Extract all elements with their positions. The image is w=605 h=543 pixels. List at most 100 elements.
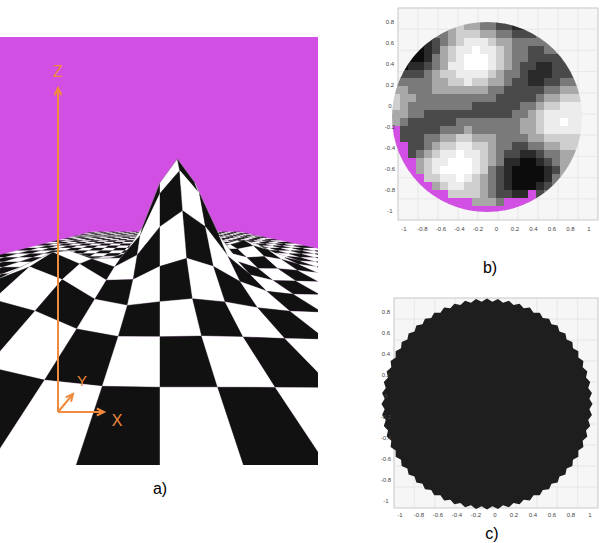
sphere-patch xyxy=(528,142,536,150)
sphere-patch xyxy=(424,174,432,182)
sphere-patch xyxy=(496,54,504,62)
axis-arrowhead xyxy=(97,409,104,416)
sphere-patch xyxy=(568,102,576,110)
sphere-patch xyxy=(400,38,408,46)
sphere-patch xyxy=(408,30,416,38)
sphere-patch xyxy=(448,110,456,118)
sphere-patch xyxy=(512,38,520,46)
sphere-patch xyxy=(472,30,480,38)
sphere-patch xyxy=(512,158,520,166)
sphere-patch xyxy=(464,182,472,190)
sphere-patch xyxy=(552,46,560,54)
sphere-patch xyxy=(424,142,432,150)
tick-label: -1 xyxy=(397,512,402,518)
sphere-patch xyxy=(416,38,424,46)
sphere-patch xyxy=(416,158,424,166)
sphere-patch xyxy=(480,62,488,70)
axis-label: X xyxy=(112,413,123,429)
sphere-patch xyxy=(400,70,408,78)
plot-frame xyxy=(398,8,598,220)
sphere-patch xyxy=(480,166,488,174)
sphere-patch xyxy=(448,190,456,198)
sphere-patch xyxy=(408,46,416,54)
sphere-patch xyxy=(448,206,456,214)
sphere-patch xyxy=(456,190,464,198)
sphere-patch xyxy=(552,110,560,118)
sphere-patch xyxy=(472,206,480,214)
sphere-patch xyxy=(464,142,472,150)
sphere-patch xyxy=(576,94,584,102)
sphere-patch xyxy=(400,46,408,54)
sphere-patch xyxy=(408,86,416,94)
sphere-patch xyxy=(456,126,464,134)
sphere-patch xyxy=(424,198,432,206)
sphere-patch xyxy=(504,142,512,150)
sphere-patch xyxy=(424,118,432,126)
sphere-patch xyxy=(440,206,448,214)
sphere-patch xyxy=(520,86,528,94)
sphere-patch xyxy=(536,54,544,62)
sphere-patch xyxy=(544,110,552,118)
sphere-patch xyxy=(576,22,584,30)
sphere-patch xyxy=(488,166,496,174)
sphere-patch xyxy=(504,54,512,62)
tick-label: 0.2 xyxy=(511,226,519,232)
sphere-patch xyxy=(424,182,432,190)
sphere-patch xyxy=(560,150,568,158)
sphere-patch xyxy=(528,118,536,126)
sphere-patch xyxy=(536,198,544,206)
sphere-patch xyxy=(504,166,512,174)
sphere-patch xyxy=(560,86,568,94)
sphere-patch xyxy=(464,86,472,94)
sphere-patch xyxy=(496,198,504,206)
axis-label: Y xyxy=(77,373,87,388)
sphere-patch xyxy=(512,102,520,110)
sphere-patch xyxy=(456,206,464,214)
axis-arrowhead xyxy=(66,394,73,402)
sphere-patch xyxy=(544,134,552,142)
sphere-patch xyxy=(440,22,448,30)
sphere-patch xyxy=(472,22,480,30)
sphere-patch xyxy=(472,70,480,78)
sphere-patch xyxy=(568,46,576,54)
sphere-patch xyxy=(488,62,496,70)
sphere-patch xyxy=(488,126,496,134)
sphere-patch xyxy=(480,142,488,150)
sphere-patch xyxy=(448,46,456,54)
sphere-patch xyxy=(520,22,528,30)
sphere-patch xyxy=(424,54,432,62)
sphere-patch xyxy=(576,158,584,166)
sphere-patch xyxy=(496,166,504,174)
sphere-patch xyxy=(472,78,480,86)
sphere-patch xyxy=(392,110,400,118)
tick-label: -0.8 xyxy=(417,226,427,232)
sphere-patch xyxy=(560,94,568,102)
sphere-patch xyxy=(432,70,440,78)
sphere-patch xyxy=(472,174,480,182)
sphere-patch xyxy=(464,102,472,110)
sphere-patch xyxy=(536,150,544,158)
sphere-patch xyxy=(400,86,408,94)
sphere-patch xyxy=(440,150,448,158)
sphere-patch xyxy=(456,70,464,78)
sphere-patch xyxy=(552,94,560,102)
sphere-patch xyxy=(552,198,560,206)
sphere-patch xyxy=(560,38,568,46)
axis-arrowhead xyxy=(55,88,62,95)
checker-tile xyxy=(294,294,318,312)
sphere-patch xyxy=(544,62,552,70)
sphere-patch xyxy=(464,158,472,166)
sphere-patch xyxy=(456,46,464,54)
sphere-patch xyxy=(408,206,416,214)
sphere-patch xyxy=(392,70,400,78)
sphere-patch xyxy=(456,102,464,110)
sphere-patch xyxy=(464,94,472,102)
sphere-patch xyxy=(552,142,560,150)
checker-tile xyxy=(318,273,319,283)
sphere-patch xyxy=(464,110,472,118)
sphere-patch xyxy=(424,78,432,86)
disk-plot xyxy=(382,298,599,510)
sphere-patch xyxy=(552,38,560,46)
sphere-patch xyxy=(432,54,440,62)
sphere-patch xyxy=(440,142,448,150)
